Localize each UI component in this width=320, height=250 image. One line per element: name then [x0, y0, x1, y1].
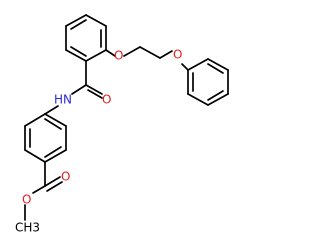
atom-label-ester-o: O [22, 193, 31, 207]
bond-ester-c-o-2 [46, 181, 63, 192]
phenyl-ring-right [187, 58, 229, 106]
bond-amide-c-to-nh [71, 84, 87, 95]
bond-ring-to-ether-o [105, 49, 116, 57]
bond-ether-o2-to-phenyl [181, 63, 189, 71]
bond-nh-to-ring [44, 105, 59, 115]
atom-label-ether-o-1: O [114, 49, 123, 63]
atom-label-ether-o-2: O [173, 48, 182, 62]
benzene-ring-bottom [24, 113, 67, 163]
bond-ether-o-to-ch2 [123, 46, 141, 57]
bond-ch2-to-ether-o2 [159, 50, 173, 59]
benzene-ring-top [65, 14, 107, 62]
chemical-structure-diagram: O O O HN O O CH3 [15, 14, 229, 235]
bond-amide-c-o-1 [85, 84, 103, 95]
atom-label-ester-carbonyl-o: O [61, 170, 70, 184]
bond-ester-c-o-1 [44, 176, 61, 187]
bond-amide-c-o-2 [87, 89, 103, 99]
atom-label-amide-carbonyl-o: O [102, 93, 111, 107]
bond-ester-c-to-o [32, 185, 46, 194]
atom-label-methyl: CH3 [15, 221, 40, 235]
bond-ch2-ch2 [139, 46, 161, 59]
atom-label-amide-nh: HN [54, 93, 72, 107]
